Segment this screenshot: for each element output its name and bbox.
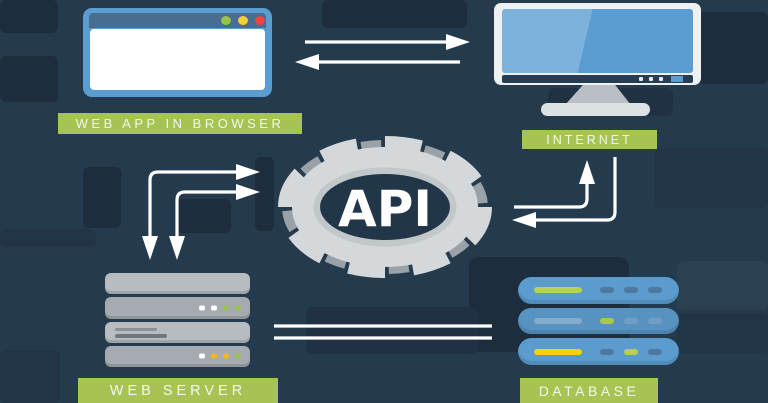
- arrow-internet-to-api: [512, 157, 617, 228]
- background-brick: [655, 148, 768, 208]
- gear-teeth: [278, 136, 492, 278]
- monitor-led-icon: [649, 77, 653, 81]
- database-bar: [534, 287, 582, 294]
- led-icon: [223, 305, 229, 311]
- gear-center: [320, 174, 450, 240]
- server-vent: [115, 327, 157, 331]
- monitor-led-icon: [659, 77, 663, 81]
- browser-content-area: [90, 29, 265, 90]
- background-brick: [677, 261, 768, 310]
- arrow-api-to-internet: [514, 160, 595, 209]
- monitor-base: [541, 103, 650, 116]
- background-brick: [0, 0, 58, 33]
- browser-window-illustration: [83, 8, 272, 97]
- background-brick: [0, 229, 96, 247]
- api-title: API: [338, 180, 432, 238]
- led-icon: [199, 353, 205, 359]
- database-disk: [518, 277, 679, 304]
- led-icon: [235, 353, 241, 359]
- window-dot-yellow-icon: [238, 16, 248, 25]
- monitor-stand: [565, 85, 631, 105]
- database-dash: [648, 287, 662, 294]
- monitor-power-button-icon: [671, 76, 683, 82]
- led-icon: [211, 305, 217, 311]
- database-dash: [600, 348, 614, 355]
- background-brick: [177, 199, 231, 233]
- background-brick: [677, 313, 768, 353]
- arrow-internet-to-browser: [295, 54, 460, 70]
- server-unit: [105, 297, 250, 319]
- label-web-server: WEB SERVER: [78, 378, 278, 403]
- label-database: DATABASE: [520, 378, 658, 403]
- database-dash: [600, 318, 614, 324]
- monitor-led-icon: [639, 77, 643, 81]
- led-icon: [211, 353, 217, 359]
- label-web-app-in-browser: WEB APP IN BROWSER: [58, 113, 302, 134]
- database-bar: [534, 318, 582, 324]
- server-unit: [105, 321, 250, 343]
- monitor-screen: [502, 9, 693, 73]
- server-vent: [115, 333, 167, 338]
- browser-titlebar: [89, 13, 266, 28]
- background-brick: [0, 350, 60, 403]
- background-brick: [322, 0, 467, 28]
- label-internet: INTERNET: [522, 130, 657, 149]
- arrow-server-api-inner: [169, 184, 260, 260]
- database-dash: [648, 348, 662, 355]
- link-server-database: [274, 324, 492, 340]
- background-brick: [698, 12, 768, 84]
- led-icon: [199, 305, 205, 311]
- window-dot-red-icon: [255, 16, 265, 25]
- server-unit: [105, 345, 250, 367]
- led-icon: [223, 353, 229, 359]
- gear-band: [292, 147, 478, 267]
- server-leds: [199, 353, 241, 359]
- arrow-browser-to-internet: [305, 34, 470, 50]
- database-dash: [624, 318, 638, 324]
- background-brick: [83, 167, 121, 228]
- arrow-server-api-outer: [142, 164, 260, 260]
- background-brick: [469, 257, 629, 352]
- database-dash: [600, 287, 614, 294]
- background-brick: [306, 307, 478, 354]
- gear-inner-ring: [313, 167, 457, 247]
- database-dash: [624, 348, 638, 355]
- database-dash: [648, 318, 662, 324]
- background-brick: [255, 157, 274, 231]
- database-disk: [518, 307, 679, 335]
- database-dash: [624, 287, 638, 294]
- server-leds: [199, 305, 241, 311]
- web-server-illustration: [105, 273, 250, 367]
- background-brick: [0, 56, 58, 102]
- database-disk: [518, 338, 679, 366]
- server-unit: [105, 273, 250, 295]
- database-illustration: [518, 277, 679, 366]
- database-bar: [534, 348, 582, 355]
- api-gear: API: [278, 136, 492, 278]
- monitor-illustration: [494, 3, 701, 85]
- led-icon: [235, 305, 241, 311]
- monitor-bezel: [502, 75, 693, 83]
- window-dot-green-icon: [221, 16, 231, 25]
